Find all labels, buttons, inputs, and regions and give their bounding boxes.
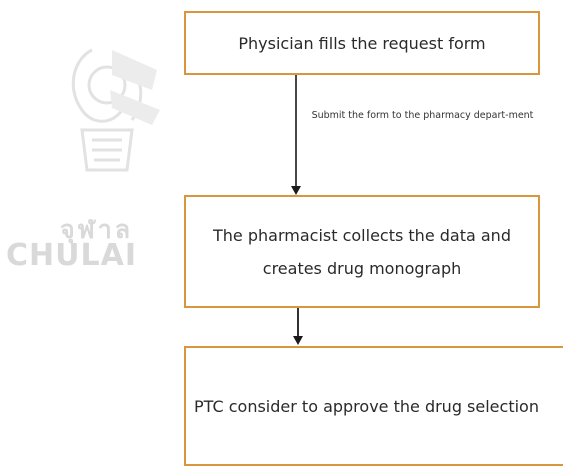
transition-1-label: Submit the form to the pharmacy depart-m… [311, 110, 534, 121]
university-seal-watermark [71, 48, 160, 172]
flow-arrows [291, 75, 303, 345]
diagram-canvas: จุฬาล CHULAI Physician fills the request… [6, 11, 563, 466]
step-1-box: Physician fills the request form [184, 11, 540, 75]
step-2-label: The pharmacist collects the data and cre… [213, 225, 511, 278]
watermark-latin-text: CHULAI [6, 238, 137, 273]
arrow-step1-to-step2 [291, 75, 301, 195]
step-3-box: PTC consider to approve the drug selecti… [184, 346, 563, 466]
step-1-label: Physician fills the request form [238, 33, 486, 53]
step-2-box: The pharmacist collects the data and cre… [184, 195, 540, 308]
watermark-thai-text: จุฬาล [60, 215, 134, 244]
arrow-step2-to-step3 [293, 308, 303, 345]
step-3-label: PTC consider to approve the drug selecti… [194, 396, 539, 416]
